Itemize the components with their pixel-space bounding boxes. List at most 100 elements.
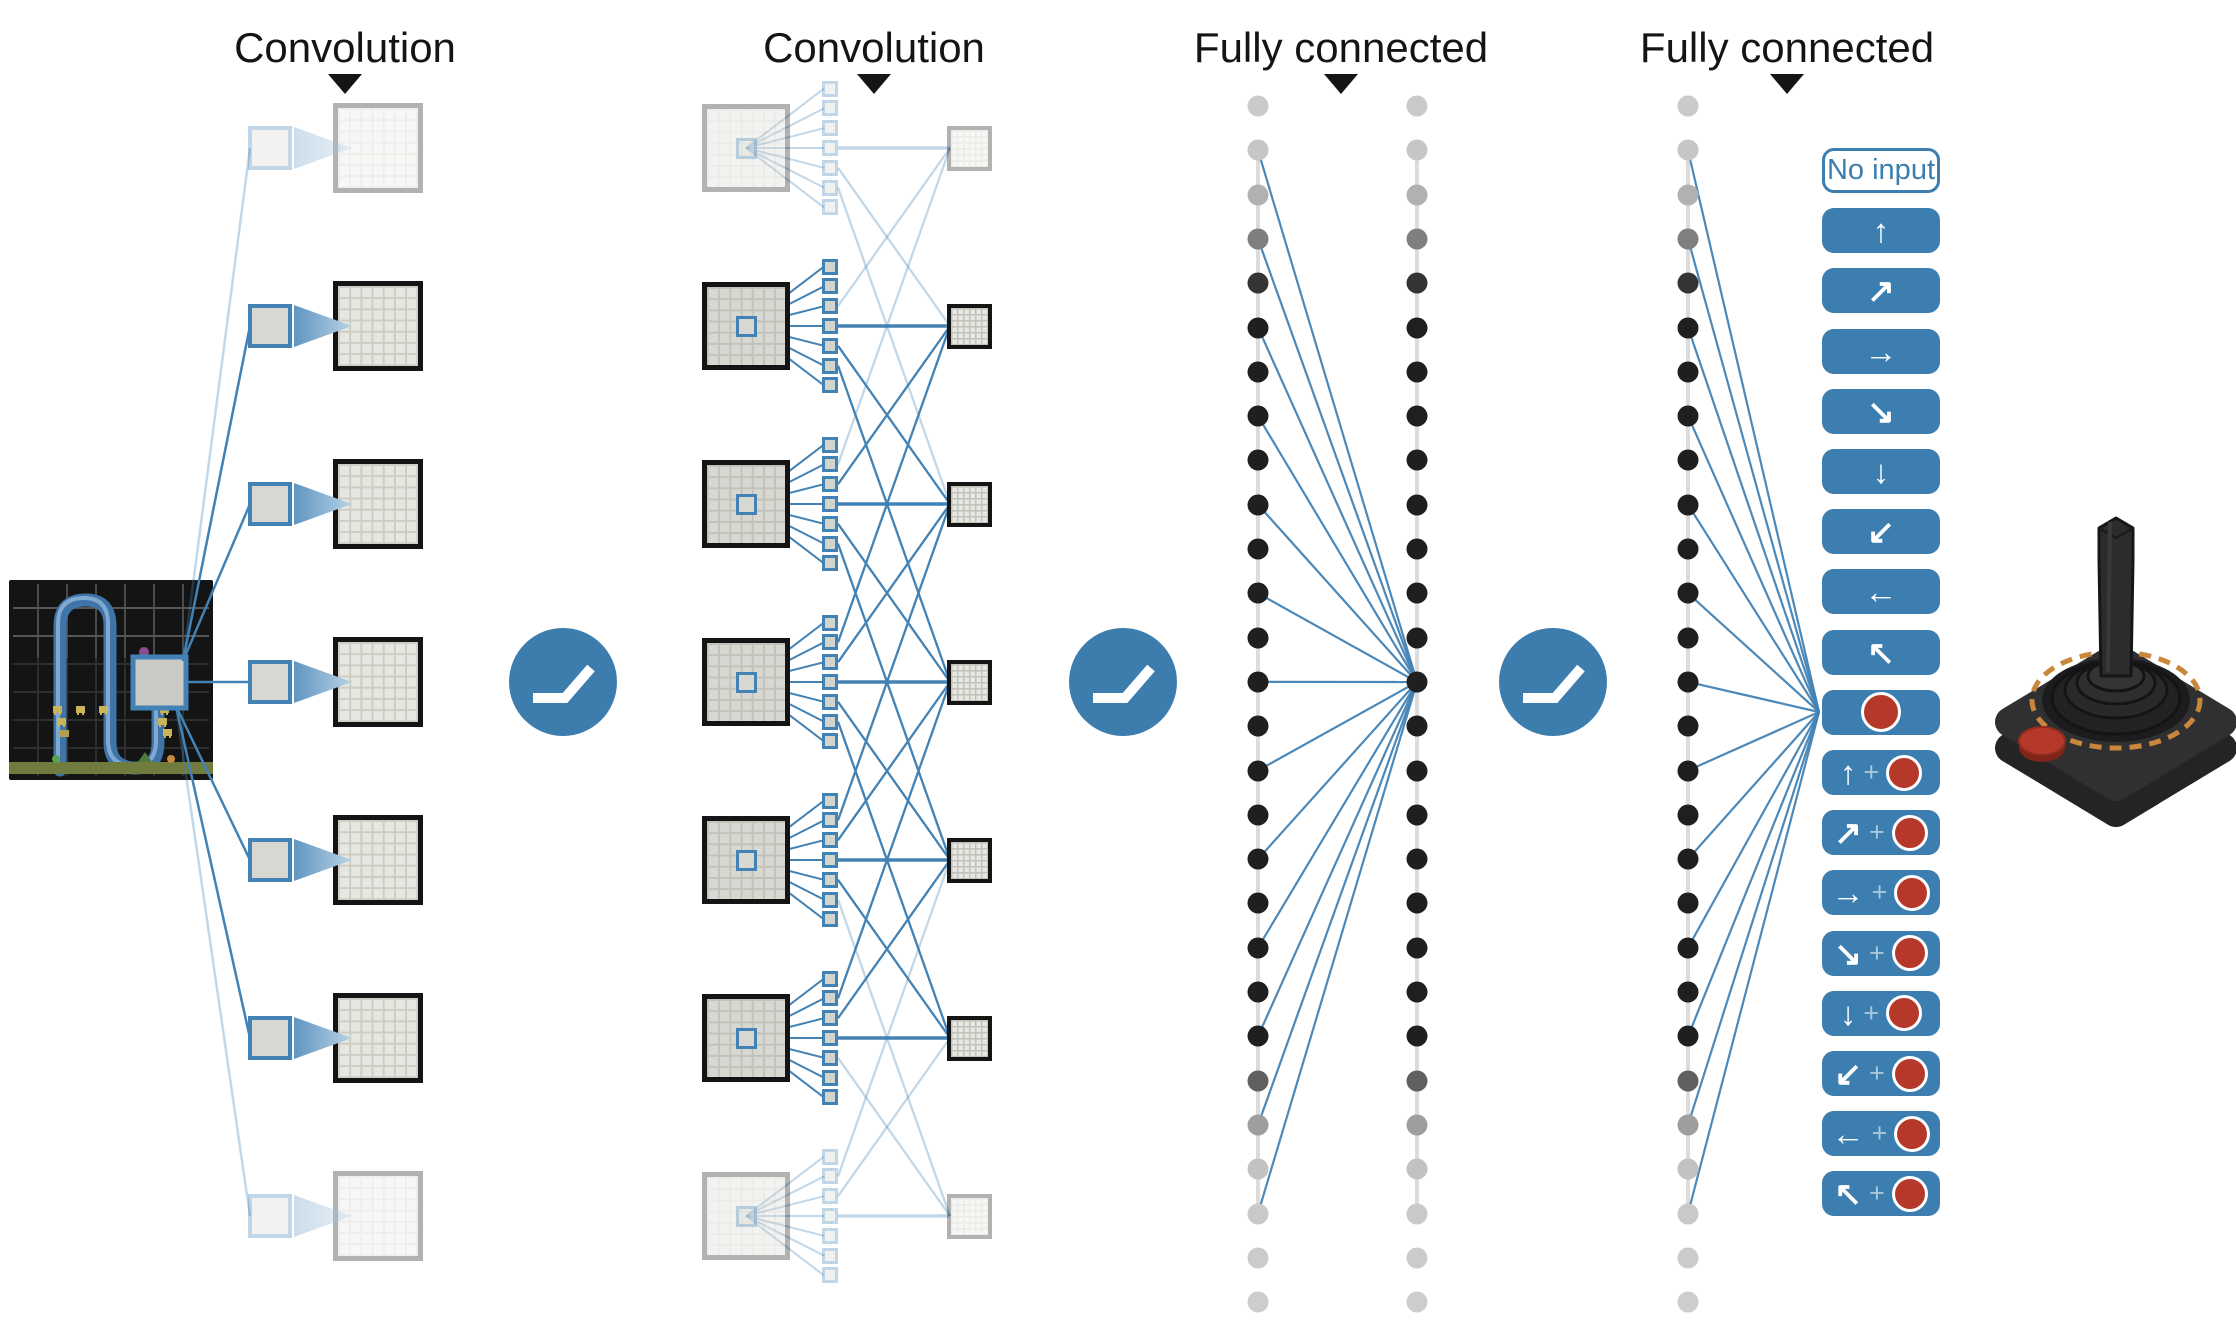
neuron-dot xyxy=(1247,760,1269,781)
filter-weight-cell xyxy=(822,911,838,928)
neuron-dot xyxy=(1247,1070,1269,1092)
neuron-dot xyxy=(1406,494,1428,516)
filter-weight-cell xyxy=(822,990,838,1007)
conv2-feature-map xyxy=(702,282,790,370)
plus-sign: + xyxy=(1868,817,1885,848)
action-button-no-input: No input xyxy=(1822,148,1940,193)
filter-weight-cell xyxy=(822,1188,838,1205)
game-path xyxy=(53,593,165,777)
neuron-dot xyxy=(1247,1247,1269,1269)
neuron-dot xyxy=(1677,405,1699,427)
plus-sign: + xyxy=(1868,1178,1885,1209)
filter-weight-cell xyxy=(822,199,838,216)
game-sprite-dot xyxy=(139,647,149,657)
neuron-dot xyxy=(1406,317,1428,338)
conv2-filter-kernel xyxy=(736,1028,757,1049)
connection-line xyxy=(1687,592,1820,713)
neuron-dot xyxy=(1677,1070,1699,1092)
neuron-dot xyxy=(1677,228,1699,250)
direction-arrow-icon: ↑ xyxy=(1839,754,1857,791)
fire-button-icon xyxy=(1861,692,1901,733)
neuron-dot xyxy=(1406,981,1428,1003)
connection-line xyxy=(1257,681,1418,949)
connection-line xyxy=(836,899,952,1217)
neuron-dot xyxy=(1406,715,1428,737)
connection-line xyxy=(181,147,252,662)
direction-arrow-icon: → xyxy=(1831,874,1865,912)
layer-label-convolution-2: Convolution xyxy=(763,24,985,71)
connection-line xyxy=(1686,711,1821,1126)
filter-weight-cell xyxy=(822,436,838,453)
connection-line xyxy=(837,523,951,683)
plus-sign: + xyxy=(1871,877,1888,908)
connection-line xyxy=(181,503,252,662)
connection-line xyxy=(1687,711,1820,949)
neuron-dot xyxy=(1406,1025,1428,1047)
filter-weight-cell xyxy=(822,1267,838,1284)
neuron-dot xyxy=(1406,671,1428,693)
input-patch xyxy=(130,654,189,711)
conv2-feature-map xyxy=(702,994,790,1082)
filter-weight-cell xyxy=(822,100,838,117)
conv2-filter-kernel xyxy=(736,138,757,159)
filter-weight-cell xyxy=(822,298,838,315)
filter-weight-cell xyxy=(822,614,838,631)
connection-line xyxy=(837,503,951,663)
connection-line xyxy=(837,167,951,327)
neuron-dot xyxy=(1406,1203,1428,1224)
neuron-dot xyxy=(1406,95,1428,117)
connection-line xyxy=(1687,711,1820,860)
neuron-dot xyxy=(1247,405,1269,427)
neuron-dot xyxy=(1677,715,1699,737)
neuron-dot xyxy=(1247,937,1269,959)
neuron-dot xyxy=(1406,361,1428,383)
game-path-highlight xyxy=(56,595,158,770)
filter-weight-cell xyxy=(822,476,838,493)
conv1-filter-kernel xyxy=(248,838,292,882)
filter-weight-cell xyxy=(822,674,838,690)
filter-weight-cell xyxy=(822,1089,838,1106)
neuron-dot xyxy=(1247,1114,1269,1136)
conv2-feature-map xyxy=(702,1172,790,1260)
action-button-dir-1: ↑ xyxy=(1822,208,1940,254)
conv2-filter-kernel xyxy=(736,1206,757,1227)
neuron-dot xyxy=(1677,361,1699,383)
layer-label-fully-connected-2: Fully connected xyxy=(1639,24,1935,71)
neuron-dot xyxy=(1406,804,1428,826)
direction-arrow-icon: ↓ xyxy=(1872,453,1890,490)
neuron-dot xyxy=(1406,228,1428,250)
conv1-filter-kernel xyxy=(248,304,292,348)
filter-weight-cell xyxy=(822,1010,838,1027)
down-triangle-icon xyxy=(1324,74,1358,94)
connection-line xyxy=(174,705,252,1217)
conv2-output-map xyxy=(947,304,992,349)
connection-line xyxy=(1686,415,1821,713)
action-button-dir-11: ↗+ xyxy=(1822,810,1940,856)
filter-weight-cell xyxy=(822,535,838,552)
action-button-dir-12: →+ xyxy=(1822,870,1940,916)
filter-weight-cell xyxy=(822,515,838,532)
plus-sign: + xyxy=(1871,1118,1888,1149)
conv2-filter-kernel xyxy=(736,316,757,337)
neuron-dot xyxy=(1247,272,1269,294)
action-button-fire xyxy=(1822,689,1940,735)
neuron-dot xyxy=(1677,1291,1699,1313)
filter-weight-cell xyxy=(822,337,838,354)
neuron-dot xyxy=(1406,1070,1428,1092)
filter-weight-cell xyxy=(822,792,838,809)
filter-weight-cell xyxy=(822,832,838,849)
neuron-dot xyxy=(1247,1158,1269,1180)
conv1-filter-kernel xyxy=(248,126,292,170)
connection-line xyxy=(836,187,952,505)
plus-sign: + xyxy=(1863,997,1880,1028)
filter-weight-cell xyxy=(822,258,838,275)
neuron-dot xyxy=(1247,317,1269,338)
neuron-dot xyxy=(1247,1025,1269,1047)
neuron-dot xyxy=(1677,1203,1699,1224)
neuron-dot xyxy=(1247,1203,1269,1224)
connection-line xyxy=(836,503,952,821)
neuron-dot xyxy=(1677,449,1699,471)
connection-line xyxy=(1686,150,1821,713)
neuron-dot xyxy=(1677,95,1699,117)
